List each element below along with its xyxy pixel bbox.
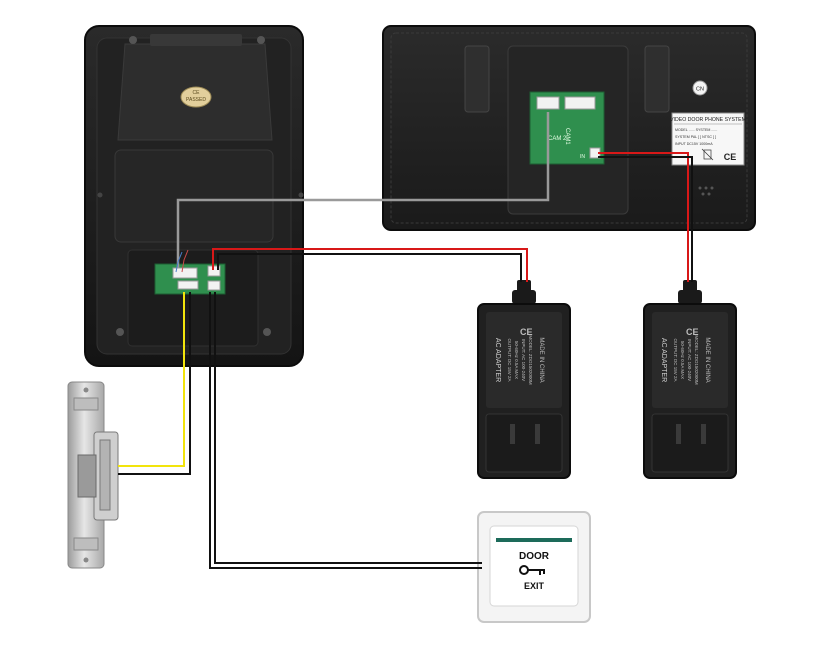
spec-label-row: SYSTEM PAL [ ] NTSC [ ] <box>675 135 716 139</box>
outdoor-camera-unit: CE PASSED <box>84 25 304 367</box>
adapter-ce-mark: CE <box>686 327 699 337</box>
ac-adapter-right: MADE IN CHINA MODEL: ZDO1502000M INPUT: … <box>643 280 737 479</box>
monitor-power-red <box>598 152 689 282</box>
exit-wire-black-b <box>214 292 482 564</box>
exit-wire-black-a <box>209 292 482 569</box>
adapter-made-in: MADE IN CHINA <box>538 337 544 382</box>
sticker-passed-text: PASSED <box>186 97 206 103</box>
video-cable-grey <box>176 112 550 268</box>
adapter-spec-line: 50-60Hz 0.5A MAX <box>680 341 685 379</box>
ce-mark: CE <box>724 152 737 162</box>
port-label-in: IN <box>580 154 585 160</box>
adapter-ce-mark: CE <box>520 327 533 337</box>
cn-sticker: CN <box>692 80 708 96</box>
spec-label-row: INPUT DC15V 1000mA <box>675 142 713 146</box>
adapter-spec-line: OUTPUT: DC 15V 2A <box>507 338 512 381</box>
adapter-title: AC ADAPTER <box>494 338 501 382</box>
plug-prongs-icon <box>510 424 540 444</box>
adapter-spec-line: MODEL: ZDO1502000M <box>528 335 533 385</box>
recycle-bin-icon <box>701 148 714 161</box>
adapter-spec-line: OUTPUT: DC 15V 2A <box>673 338 678 381</box>
monitor-spec-label: VIDEO DOOR PHONE SYSTEM MODEL ...... SYS… <box>670 112 746 166</box>
sticker-ce-text: CE <box>193 90 201 96</box>
adapter-title: AC ADAPTER <box>660 338 667 382</box>
ac-adapter-left: MADE IN CHINA MODEL: ZDO1502000M INPUT: … <box>477 280 571 479</box>
adapter-spec-line: INPUT: AC 100-240V <box>521 339 526 381</box>
adapter-spec-line: MODEL: ZDO1502000M <box>694 335 699 385</box>
port-label-cam1: CAM1 <box>564 128 570 145</box>
camera-power-black <box>217 253 522 282</box>
monitor-terminal-board: CAM1 CAM 2 IN <box>529 91 605 165</box>
indoor-monitor-unit: CAM1 CAM 2 IN CN VIDEO DOOR PHONE SYSTEM… <box>382 25 756 231</box>
lock-wire-yellow <box>118 292 185 467</box>
exit-button-exit-label: EXIT <box>524 581 545 591</box>
camera-terminal-board <box>154 263 226 295</box>
adapter-spec-line: 50-60Hz 0.5A MAX <box>514 341 519 379</box>
cn-sticker-text: CN <box>696 87 704 93</box>
camera-power-red <box>212 248 528 282</box>
key-icon <box>519 565 545 575</box>
spec-label-row: MODEL ...... SYSTEM ...... <box>675 128 717 132</box>
passed-sticker: CE PASSED <box>180 86 212 108</box>
speaker-grill <box>698 186 714 196</box>
plug-prongs-icon <box>676 424 706 444</box>
adapter-spec-line: INPUT: AC 100-240V <box>687 339 692 381</box>
lock-wire-black <box>118 292 191 475</box>
wires <box>118 112 693 569</box>
monitor-power-black <box>598 156 693 282</box>
adapter-made-in: MADE IN CHINA <box>704 337 710 382</box>
screw-icon <box>97 36 304 336</box>
electric-strike-lock <box>67 381 119 569</box>
exit-button-door-label: DOOR <box>519 551 550 562</box>
port-label-cam2: CAM 2 <box>548 136 567 142</box>
spec-label-title: VIDEO DOOR PHONE SYSTEM <box>670 117 746 123</box>
door-exit-button: DOOR EXIT <box>477 511 591 623</box>
